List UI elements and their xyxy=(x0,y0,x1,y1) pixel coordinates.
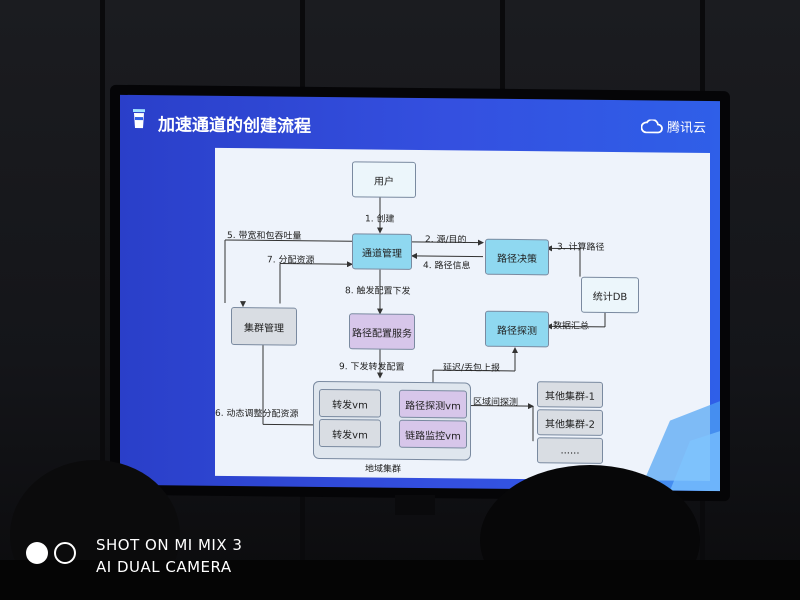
audience-silhouettes xyxy=(0,460,800,600)
cloud-icon xyxy=(640,118,663,133)
label-latency-report: 延迟/丢包上报 xyxy=(443,363,501,374)
label-compute-path: 3. 计算路径 xyxy=(557,242,605,253)
label-data-summary: 数据汇总 xyxy=(553,321,590,332)
label-trigger-config: 8. 触发配置下发 xyxy=(345,286,411,297)
label-bandwidth: 5. 带宽和包吞吐量 xyxy=(227,230,302,242)
decorative-corner-shape xyxy=(640,401,720,492)
label-allocate: 7. 分配资源 xyxy=(267,255,315,266)
node-path-probe: 路径探测 xyxy=(485,310,549,348)
dual-lens-icon xyxy=(26,542,76,564)
presentation-slide: 加速通道的创建流程 腾讯云 xyxy=(120,94,720,492)
node-channel-management: 通道管理 xyxy=(352,233,412,270)
watermark-line-2: AI DUAL CAMERA xyxy=(96,558,232,576)
label-dynamic-adjust: 6. 动态调整分配资源 xyxy=(215,408,299,420)
diagram-connectors xyxy=(224,195,606,442)
label-create: 1. 创建 xyxy=(365,214,395,225)
node-path-probe-vm: 路径探测vm xyxy=(399,389,467,419)
slide-title: 加速通道的创建流程 xyxy=(158,115,311,137)
watermark-line-1: SHOT ON MI MIX 3 xyxy=(96,536,243,554)
tencent-cloud-logo: 腾讯云 xyxy=(640,116,706,136)
wall-panel-seam xyxy=(100,0,105,600)
node-stats-db: 统计DB xyxy=(581,276,639,314)
node-other-cluster-1: 其他集群-1 xyxy=(537,381,603,408)
node-user: 用户 xyxy=(352,161,416,198)
flow-diagram: 用户 通道管理 路径决策 统计DB 集群管理 路径配置服务 路径探测 转发vm … xyxy=(215,147,710,482)
node-path-decision: 路径决策 xyxy=(485,238,549,276)
label-path-info: 4. 路径信息 xyxy=(423,261,471,272)
node-other-cluster-2: 其他集群-2 xyxy=(537,409,603,436)
label-inter-region-probe: 区域间探测 xyxy=(473,397,519,409)
cup-icon xyxy=(133,108,145,129)
node-forward-vm-1: 转发vm xyxy=(319,388,381,418)
label-forward-config: 9. 下发转发配置 xyxy=(339,362,405,373)
node-path-config-service: 路径配置服务 xyxy=(349,313,415,350)
tv-stand xyxy=(395,495,435,515)
label-src-dst: 2. 源/目的 xyxy=(425,235,467,246)
logo-text: 腾讯云 xyxy=(666,120,706,136)
node-cluster-management: 集群管理 xyxy=(231,307,297,346)
